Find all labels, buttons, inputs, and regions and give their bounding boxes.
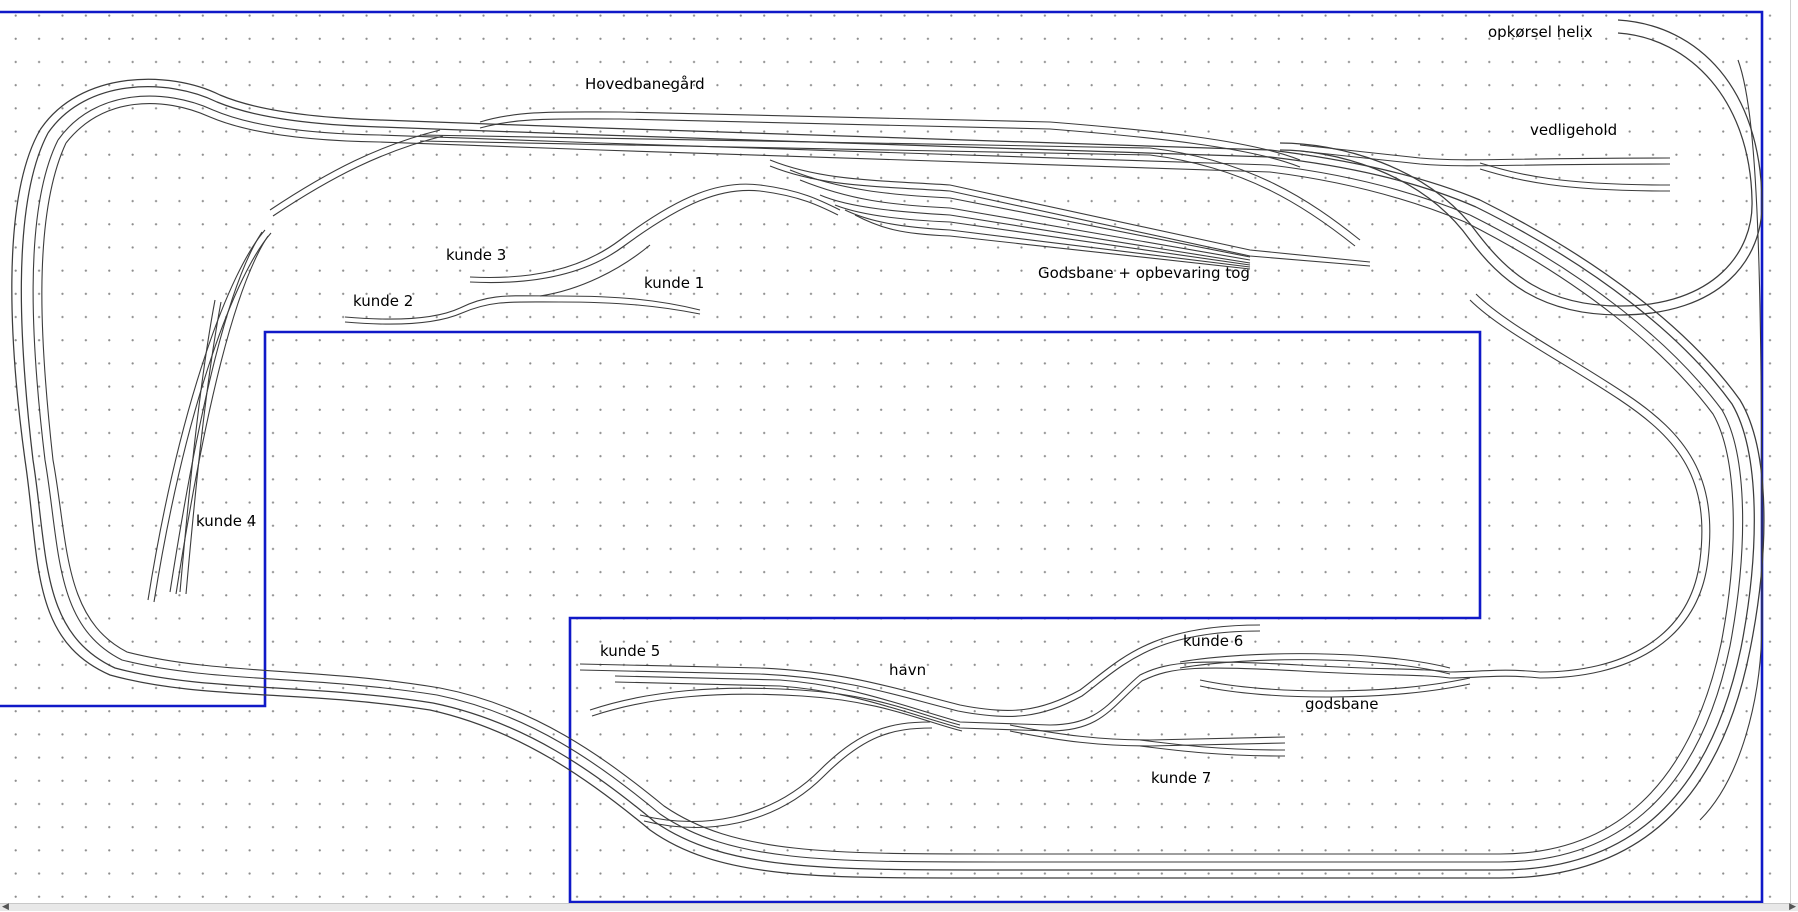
label-havn: havn <box>889 661 927 679</box>
triangle-right-icon[interactable]: ▶ <box>1789 902 1796 912</box>
station-tracks <box>419 111 1361 247</box>
baseboard-outline <box>0 10 1764 904</box>
storage-yard-tracks <box>769 159 1371 270</box>
main-loop-track <box>11 78 1765 879</box>
helix-ramp-track <box>1279 19 1763 821</box>
label-kunde-2: kunde 2 <box>353 292 414 310</box>
label-kunde-3: kunde 3 <box>446 246 507 264</box>
horizontal-scrollbar[interactable]: ◀ ▶ <box>0 902 1798 912</box>
label-godsbane-opbevaring: Godsbane + opbevaring tog <box>1038 264 1250 282</box>
label-kunde-4: kunde 4 <box>196 512 257 530</box>
triangle-left-icon[interactable]: ◀ <box>2 902 9 912</box>
customer-spur-4 <box>147 129 444 603</box>
label-hovedbanegard: Hovedbanegård <box>585 75 705 93</box>
label-kunde-7: kunde 7 <box>1151 769 1212 787</box>
label-opkorsel-helix: opkørsel helix <box>1488 23 1593 41</box>
label-kunde-1: kunde 1 <box>644 274 705 292</box>
harbour-tracks <box>579 293 1711 828</box>
customer-spur-1-2-3 <box>344 183 841 325</box>
label-vedligehold: vedligehold <box>1530 121 1618 139</box>
label-kunde-5: kunde 5 <box>600 642 661 660</box>
label-kunde-6: kunde 6 <box>1183 632 1244 650</box>
vertical-scrollbar[interactable] <box>1790 0 1798 911</box>
maintenance-sidings <box>1299 144 1671 192</box>
label-godsbane: godsbane <box>1305 695 1379 713</box>
